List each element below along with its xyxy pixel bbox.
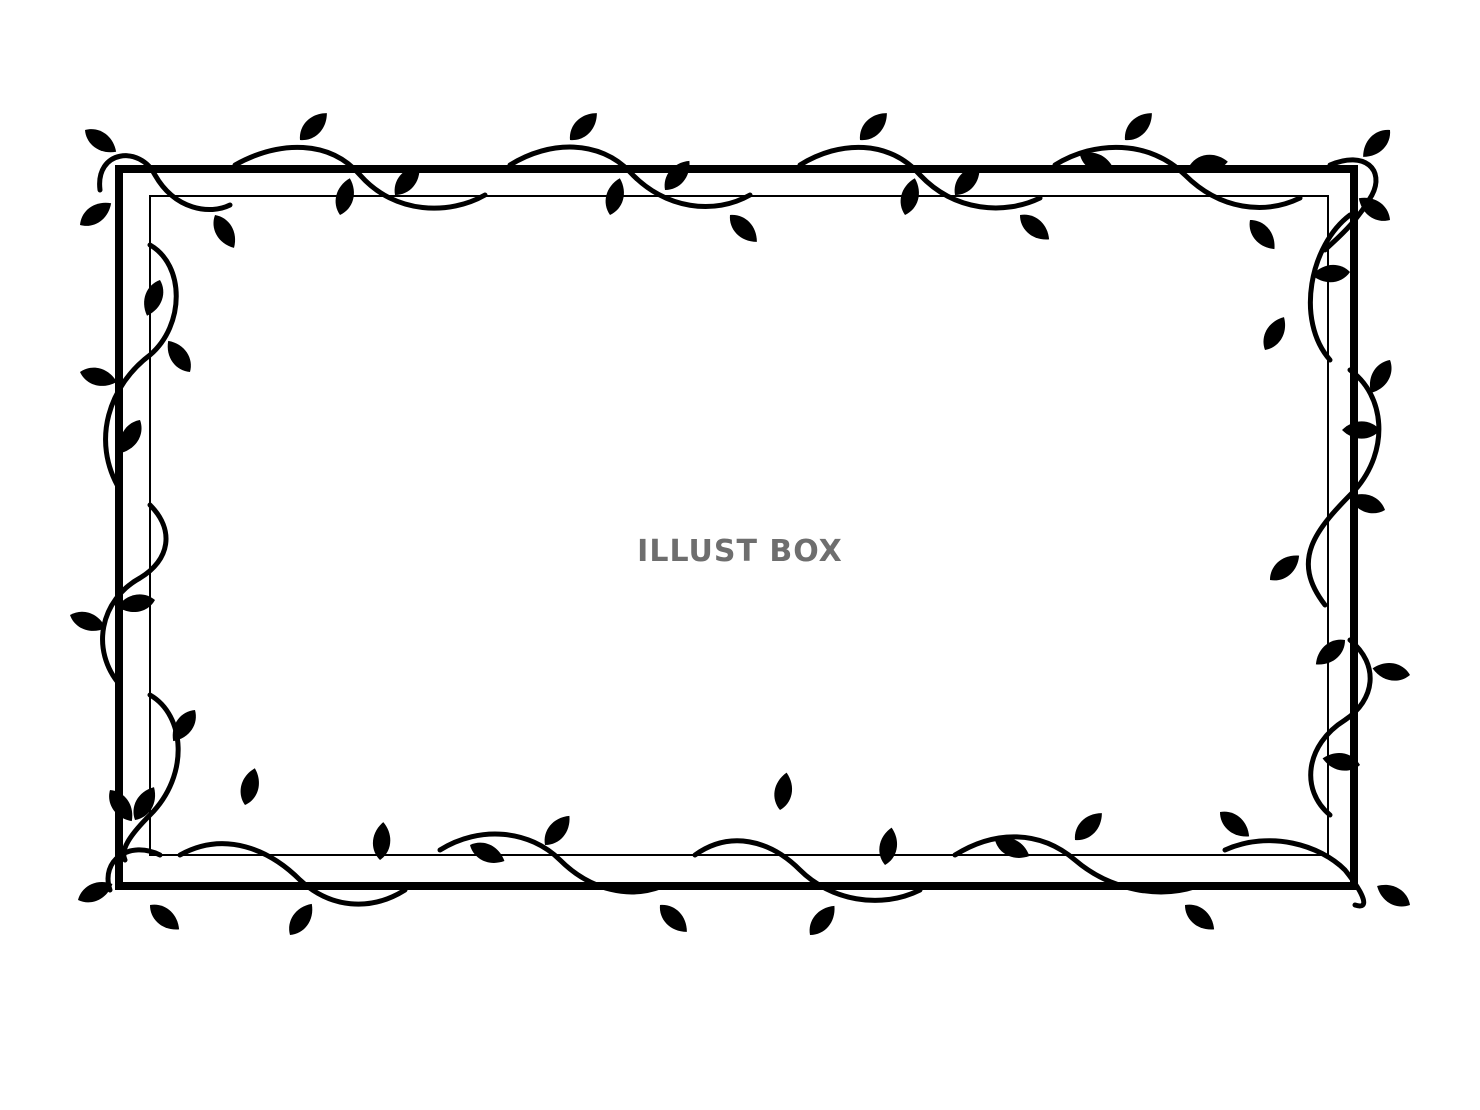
- leaf-icon: [470, 842, 505, 863]
- leaf-icon: [659, 904, 687, 932]
- vine-strand: [105, 847, 163, 893]
- leaf-icon: [569, 113, 597, 141]
- leaf-icon: [335, 178, 354, 215]
- leaf-icon: [1377, 884, 1410, 907]
- leaf-icon: [78, 882, 113, 903]
- leaf-icon: [85, 129, 117, 153]
- vine-strand: [1322, 157, 1379, 253]
- leaf-icon: [1080, 152, 1115, 173]
- leaf-icon: [1124, 113, 1152, 141]
- leaf-icon: [167, 340, 191, 372]
- leaf-icon: [1190, 154, 1228, 173]
- leaf-icon: [80, 202, 112, 226]
- leaf-icon: [1249, 219, 1275, 250]
- leaf-icon: [995, 837, 1030, 858]
- leaf-icon: [1358, 197, 1390, 221]
- leaf-icon: [1349, 494, 1385, 514]
- leaf-icon: [213, 215, 236, 248]
- leaf-icon: [859, 113, 887, 141]
- vine-strand: [437, 831, 668, 895]
- leaf-icon: [149, 904, 180, 930]
- leaf-icon: [394, 165, 420, 196]
- vine-strand: [797, 144, 1043, 211]
- leaf-icon: [1363, 129, 1391, 157]
- leaf-icon: [1019, 214, 1050, 240]
- leaf-icon: [172, 710, 196, 742]
- leaf-icon: [954, 165, 980, 196]
- leaf-icon: [1269, 555, 1300, 581]
- vine-strand: [1222, 838, 1367, 909]
- leaf-icon: [117, 594, 155, 613]
- leaf-icon: [664, 160, 690, 191]
- vine-strand: [1052, 144, 1303, 210]
- leaf-icon: [809, 905, 835, 936]
- vine-strand: [952, 834, 1203, 895]
- leaf-icon: [1074, 813, 1102, 841]
- leaf-icon: [774, 772, 793, 810]
- vine-strands: [97, 144, 1382, 909]
- leaf-icon: [1263, 317, 1286, 350]
- inner-border: [149, 195, 1329, 856]
- vine-leaves: [70, 113, 1410, 936]
- vine-strand: [692, 838, 923, 903]
- leaf-icon: [900, 178, 919, 215]
- vine-strand: [121, 692, 181, 863]
- leaf-icon: [289, 903, 313, 935]
- vine-strand: [97, 153, 233, 213]
- vine-strand: [232, 144, 488, 211]
- leaf-icon: [1372, 662, 1410, 681]
- leaf-icon: [109, 790, 133, 822]
- leaf-icon: [1184, 904, 1215, 930]
- leaf-icon: [1315, 639, 1346, 665]
- leaf-icon: [70, 611, 106, 631]
- leaf-icon: [80, 367, 117, 386]
- leaf-icon: [1322, 752, 1360, 771]
- vine-strand: [1305, 367, 1382, 608]
- vine-strand: [100, 502, 169, 688]
- leaf-icon: [299, 113, 327, 141]
- outer-border: [115, 165, 1358, 890]
- leaf-icon: [1219, 811, 1250, 837]
- vine-strand: [507, 144, 753, 209]
- leaf-icon: [372, 822, 391, 860]
- leaf-icon: [879, 827, 898, 865]
- frame-borders: [115, 165, 1358, 890]
- vine-strand: [1307, 212, 1353, 363]
- leaf-icon: [240, 768, 259, 805]
- leaf-icon: [119, 420, 142, 453]
- leaf-icon: [1369, 360, 1392, 393]
- leaf-icon: [544, 815, 570, 846]
- leaf-icon: [133, 787, 156, 820]
- vine-strand: [177, 841, 408, 907]
- vine-strand: [103, 242, 179, 493]
- leaf-icon: [1312, 264, 1350, 283]
- leaf-icon: [729, 214, 757, 242]
- leaf-icon: [144, 280, 164, 316]
- vine-strand: [1308, 637, 1373, 818]
- leaf-icon: [1342, 421, 1380, 439]
- leaf-icon: [605, 178, 624, 215]
